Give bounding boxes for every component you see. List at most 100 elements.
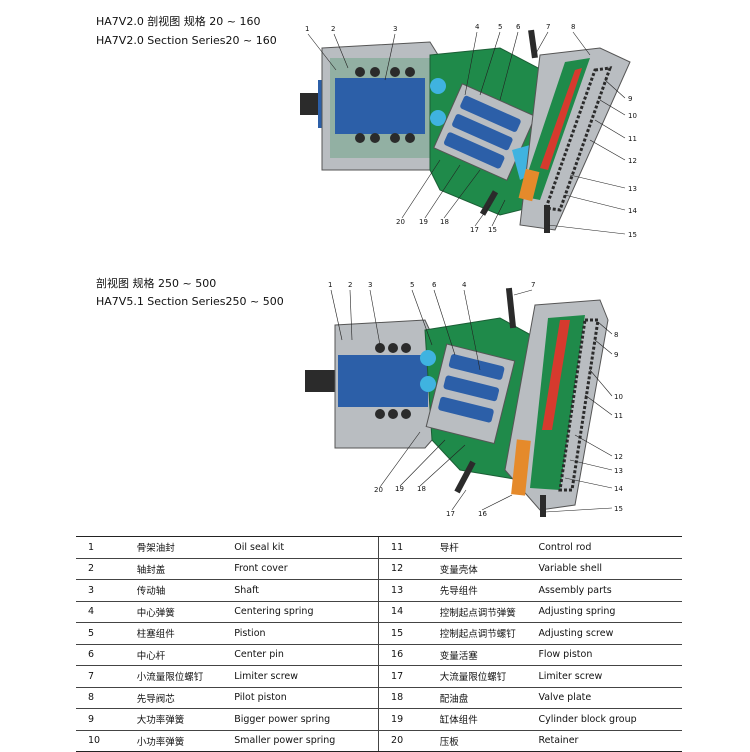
callout-top-20: 20	[396, 218, 405, 226]
part-number: 14	[378, 601, 440, 623]
callout-top-5: 5	[498, 23, 502, 31]
bottom-pump-drawing	[305, 287, 609, 517]
part-name-en: Pilot piston	[234, 687, 379, 709]
part-name-cn: 缸体组件	[439, 708, 539, 731]
part-name-cn: 大流量限位螺钉	[439, 665, 539, 688]
part-name-cn: 变量壳体	[439, 558, 539, 580]
part-name-en: Control rod	[538, 536, 682, 559]
bottom-callouts	[330, 289, 613, 513]
part-name-en: Front cover	[234, 558, 379, 580]
part-name-cn: 柱塞组件	[136, 622, 235, 645]
part-name-en: Oil seal kit	[234, 536, 379, 559]
callout-bottom-10: 10	[614, 393, 623, 401]
part-number: 5	[76, 622, 137, 645]
callout-top-10: 10	[628, 112, 637, 120]
part-number: 2	[76, 558, 137, 580]
part-name-cn: 轴封盖	[136, 558, 235, 580]
callout-bottom-19: 19	[395, 485, 404, 493]
callout-top-18: 18	[440, 218, 449, 226]
callout-bottom-12: 12	[614, 453, 623, 461]
callout-bottom-4: 4	[462, 281, 467, 289]
part-name-en: Shaft	[234, 579, 379, 602]
callout-bottom-7: 7	[531, 281, 535, 289]
part-name-en: Centering spring	[234, 601, 379, 623]
callout-top-11: 11	[628, 135, 637, 143]
callout-bottom-1: 1	[328, 281, 332, 289]
callout-top-3: 3	[393, 25, 397, 33]
callout-top-4: 4	[475, 23, 480, 31]
callout-top-1: 1	[305, 25, 309, 33]
callout-top-19: 19	[419, 218, 428, 226]
callout-top-12: 12	[628, 157, 637, 165]
callout-top-14: 14	[628, 207, 637, 215]
part-name-en: Smaller power spring	[234, 730, 379, 752]
part-name-en: Adjusting screw	[538, 622, 682, 645]
part-number: 17	[378, 665, 440, 688]
part-number: 20	[378, 730, 440, 752]
callout-top-2: 2	[331, 25, 335, 33]
top-pilot-piston	[540, 68, 582, 170]
part-name-cn: 导杆	[439, 536, 539, 559]
part-number: 19	[378, 708, 440, 731]
bottom-title-en: HA7V5.1 Section Series250 ~ 500	[96, 295, 284, 308]
callout-bottom-17: 17	[446, 510, 455, 518]
part-number: 16	[378, 644, 440, 666]
callout-bottom-6: 6	[432, 281, 437, 289]
top-pump-drawing	[300, 29, 631, 233]
part-number: 7	[76, 665, 137, 688]
part-number: 1	[76, 536, 137, 559]
callout-bottom-2: 2	[348, 281, 352, 289]
callout-top-15: 15	[628, 231, 637, 239]
part-number: 9	[76, 708, 137, 731]
callout-bottom-5: 5	[410, 281, 414, 289]
part-name-cn: 骨架油封	[136, 536, 235, 559]
part-name-cn: 控制起点调节弹簧	[439, 601, 539, 623]
part-number: 11	[378, 536, 440, 559]
part-number: 3	[76, 579, 137, 602]
callout-top-7: 7	[546, 23, 550, 31]
part-name-cn: 传动轴	[136, 579, 235, 602]
part-name-en: Retainer	[538, 730, 682, 752]
top-title-cn: HA7V2.0 剖视图 规格 20 ~ 160	[96, 15, 261, 28]
callout-bottom-20: 20	[374, 486, 383, 494]
bottom-flow-piston	[511, 439, 531, 496]
part-name-cn: 小流量限位螺钉	[136, 665, 235, 688]
callout-bottom-13: 13	[614, 467, 623, 475]
part-name-cn: 压板	[439, 730, 539, 752]
part-name-cn: 变量活塞	[439, 644, 539, 666]
part-name-en: Bigger power spring	[234, 708, 379, 731]
bottom-callout-numbers: 1 2 3 5 6 4 7 8 9 10 11 12 13 14 15 20 1…	[328, 281, 623, 518]
part-name-en: Center pin	[234, 644, 379, 666]
part-number: 6	[76, 644, 137, 666]
part-name-en: Limiter screw	[234, 665, 379, 688]
callout-bottom-14: 14	[614, 485, 623, 493]
part-name-cn: 配油盘	[439, 687, 539, 709]
callout-top-15b: 15	[488, 226, 497, 234]
part-number: 13	[378, 579, 440, 602]
part-name-cn: 大功率弹簧	[136, 708, 235, 731]
callout-bottom-8: 8	[614, 331, 618, 339]
top-bearing-shaft	[335, 78, 425, 134]
part-name-cn: 先导组件	[439, 579, 539, 602]
part-name-en: Limiter screw	[538, 665, 682, 688]
callout-bottom-9: 9	[614, 351, 618, 359]
callout-bottom-16: 16	[478, 510, 487, 518]
bottom-pilot-piston	[542, 320, 570, 430]
part-name-cn: 控制起点调节螺钉	[439, 622, 539, 645]
callout-bottom-11: 11	[614, 412, 623, 420]
part-number: 4	[76, 601, 137, 623]
callout-top-9: 9	[628, 95, 632, 103]
part-number: 15	[378, 622, 440, 645]
part-name-cn: 中心杆	[136, 644, 235, 666]
